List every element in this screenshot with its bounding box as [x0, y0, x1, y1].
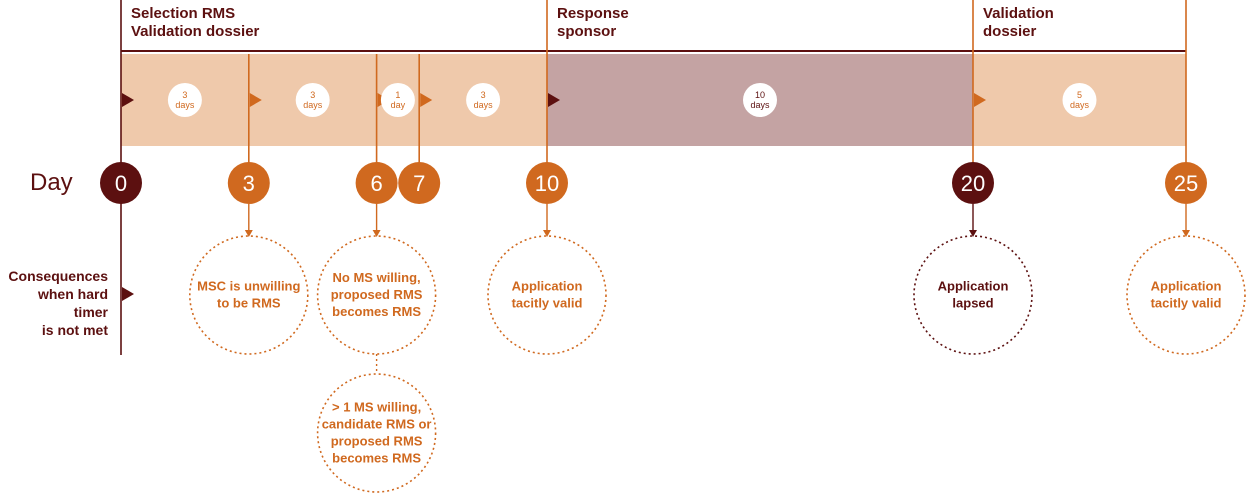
day-marker: [227, 162, 270, 204]
day-marker: [1165, 162, 1207, 204]
arrow-icon: [122, 93, 134, 107]
day-marker-label: 3: [243, 171, 255, 196]
day-marker-label: 7: [413, 171, 425, 196]
arrow-down-icon: [372, 230, 381, 237]
duration-badge: [295, 83, 330, 117]
day-marker: [398, 162, 441, 204]
arrow-down-icon: [244, 230, 253, 237]
arrow-icon: [974, 93, 986, 107]
outcome-circle: [316, 235, 437, 355]
outcome-circle: [189, 235, 309, 355]
day-marker: [100, 162, 142, 204]
day-label: Day: [30, 169, 73, 196]
day-marker-label: 0: [115, 171, 127, 196]
arrow-icon: [122, 287, 134, 301]
day-marker: [355, 162, 398, 204]
day-marker-label: 25: [1174, 171, 1198, 196]
day-marker-label: 6: [370, 171, 382, 196]
day-marker: [526, 162, 568, 204]
arrow-icon: [420, 93, 433, 107]
phase-title: Response sponsor: [557, 5, 629, 40]
duration-badge: [1062, 83, 1097, 117]
day-marker-label: 20: [961, 171, 985, 196]
outcome-circle: [1126, 235, 1246, 355]
consequences-label: Consequences when hard timer is not met: [8, 268, 108, 338]
phase-title: Selection RMS Validation dossier: [131, 5, 260, 40]
duration-badge: [743, 83, 777, 117]
outcome-circle: [316, 373, 437, 493]
day-marker: [952, 162, 994, 204]
day-marker-label: 10: [535, 171, 559, 196]
arrow-down-icon: [543, 230, 551, 237]
arrow-down-icon: [1182, 230, 1190, 237]
outcome-circle: [913, 235, 1033, 355]
duration-badge: [380, 83, 415, 117]
arrow-icon: [548, 93, 560, 107]
outcome-circle: [487, 235, 607, 355]
duration-badge: [167, 83, 202, 117]
phase-title: Validation dossier: [983, 5, 1054, 40]
arrow-down-icon: [969, 230, 977, 237]
arrow-icon: [249, 93, 262, 107]
duration-badge: [466, 83, 501, 117]
